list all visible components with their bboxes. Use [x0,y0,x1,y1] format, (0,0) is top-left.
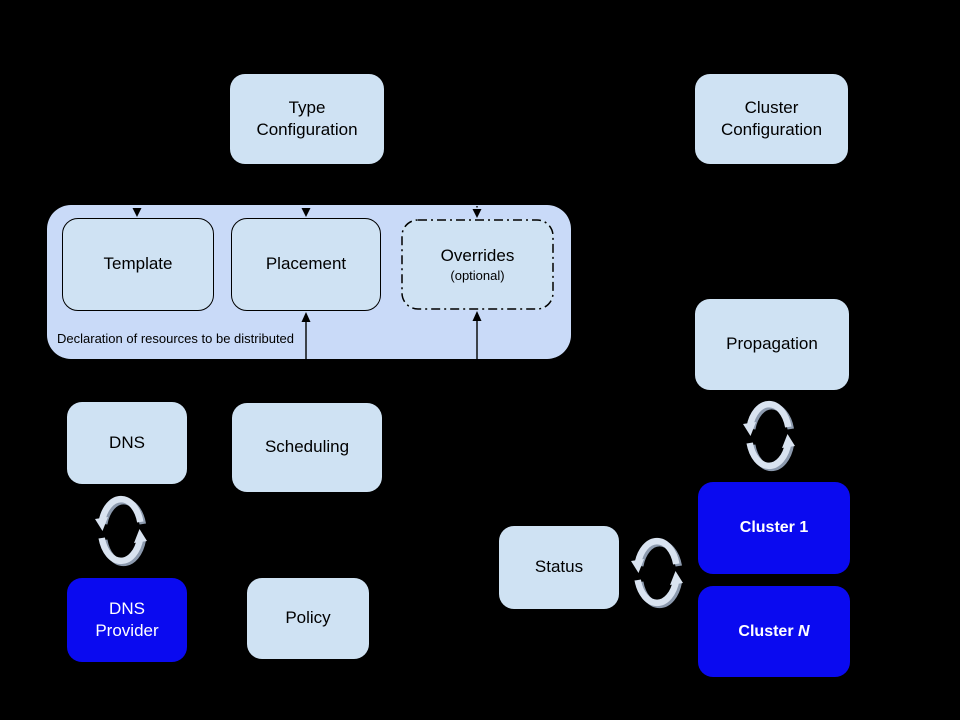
node-cluster-configuration: Cluster Configuration [695,74,848,164]
node-type-configuration-label: Type Configuration [256,97,358,139]
node-cluster-1: Cluster 1 [698,482,850,574]
sync-icon-dns [95,499,147,563]
node-cluster-1-label: Cluster 1 [739,519,809,537]
node-dns: DNS [67,402,187,484]
sync-icon-status [631,541,683,605]
node-cluster-configuration-label: Cluster Configuration [720,97,823,139]
sync-icon-propagation [743,404,795,468]
declaration-caption: Declaration of resources to be distribut… [57,331,295,346]
node-placement: Placement [231,218,381,311]
node-placement-label: Placement [265,254,347,274]
node-cluster-n: Cluster N [698,586,850,677]
node-cluster-n-label-suffix: N [798,622,810,640]
node-scheduling-label: Scheduling [264,437,350,457]
node-policy: Policy [247,578,369,659]
node-overrides-label: Overrides [440,245,515,265]
node-overrides-sublabel: (optional) [450,268,505,284]
node-propagation-label: Propagation [726,334,818,354]
node-template: Template [62,218,214,311]
node-type-configuration: Type Configuration [230,74,384,164]
node-dns-label: DNS [109,432,145,452]
node-dns-provider-label: DNS Provider [95,598,159,640]
node-propagation: Propagation [695,299,849,390]
node-template-label: Template [103,254,173,274]
node-scheduling: Scheduling [232,403,382,492]
node-overrides: Overrides (optional) [401,219,554,310]
node-policy-label: Policy [285,608,331,628]
node-cluster-n-label: Cluster N [738,621,809,642]
node-dns-provider: DNS Provider [67,578,187,662]
node-status-label: Status [534,557,584,577]
node-cluster-n-label-prefix: Cluster [738,622,798,640]
node-status: Status [499,526,619,609]
